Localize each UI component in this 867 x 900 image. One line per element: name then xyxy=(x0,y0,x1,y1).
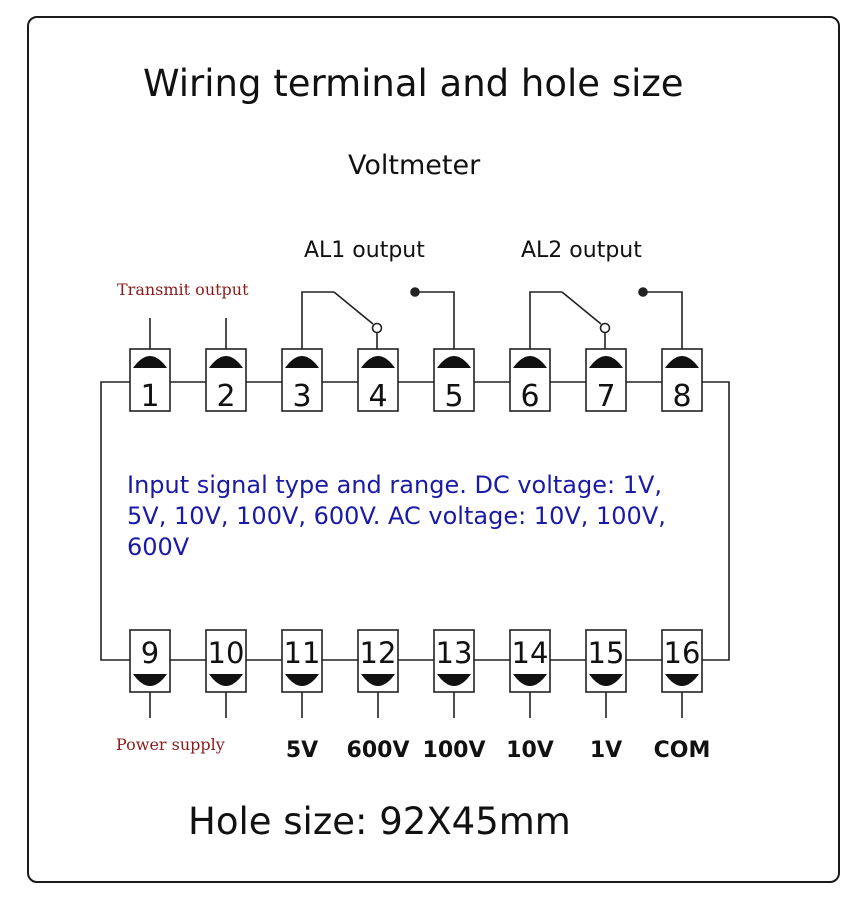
terminal-number: 9 xyxy=(141,636,159,670)
terminal-13: 13 xyxy=(433,629,475,693)
terminal-8: 8 xyxy=(661,348,703,414)
terminal-14: 14 xyxy=(509,629,551,693)
terminal-2: 2 xyxy=(205,348,247,414)
terminal-number: 14 xyxy=(512,636,549,670)
terminal-number: 6 xyxy=(520,379,539,414)
terminal-number: 8 xyxy=(672,379,691,414)
terminal-9: 9 xyxy=(129,629,171,693)
terminal-12: 12 xyxy=(357,629,399,693)
terminal-6: 6 xyxy=(509,348,551,414)
power-supply-label: Power supply xyxy=(116,735,225,754)
transmit-output-label: Transmit output xyxy=(117,280,249,299)
terminal-5: 5 xyxy=(433,348,475,414)
terminal-15: 15 xyxy=(585,629,627,693)
al1-output-label: AL1 output xyxy=(304,238,425,263)
terminal-number: 3 xyxy=(292,379,311,414)
al2-output-label: AL2 output xyxy=(521,238,642,263)
diagram-title: Wiring terminal and hole size xyxy=(143,62,684,105)
terminal-number: 1 xyxy=(140,379,159,414)
al1-relay-wire xyxy=(301,291,334,350)
terminal-number: 12 xyxy=(360,636,397,670)
input-signal-description: Input signal type and range. DC voltage:… xyxy=(127,471,666,561)
terminal-number: 13 xyxy=(436,636,473,670)
terminal-number: 15 xyxy=(588,636,625,670)
terminal-4: 4 xyxy=(357,348,399,414)
diagram-frame xyxy=(27,16,840,883)
terminal-7: 7 xyxy=(585,348,627,414)
terminal-number: 4 xyxy=(368,379,387,414)
terminal-16-label: COM xyxy=(653,738,711,763)
terminal-3: 3 xyxy=(281,348,323,414)
terminal-number: 16 xyxy=(664,636,701,670)
al1-relay-switch xyxy=(333,291,374,325)
terminal-number: 2 xyxy=(216,379,235,414)
diagram-subtitle: Voltmeter xyxy=(348,150,481,181)
terminal-10: 10 xyxy=(205,629,247,693)
terminal-number: 5 xyxy=(444,379,463,414)
terminal-11: 11 xyxy=(281,629,323,693)
terminal-13-label: 100V xyxy=(422,738,486,763)
al2-relay-wire xyxy=(529,291,562,350)
terminal-15-label: 1V xyxy=(589,738,623,763)
terminal-12-label: 600V xyxy=(346,738,410,763)
terminal-number: 7 xyxy=(596,379,615,414)
terminal-14-label: 10V xyxy=(506,738,554,763)
hole-size-label: Hole size: 92X45mm xyxy=(188,800,571,843)
right-loop-wire xyxy=(700,381,730,661)
terminal-11-label: 5V xyxy=(285,738,319,763)
al2-relay-switch xyxy=(561,291,602,325)
terminal-number: 11 xyxy=(284,636,321,670)
terminal-number: 10 xyxy=(208,636,245,670)
left-loop-wire xyxy=(100,381,130,661)
terminal-1: 1 xyxy=(129,348,171,414)
terminal-16: 16 xyxy=(661,629,703,693)
